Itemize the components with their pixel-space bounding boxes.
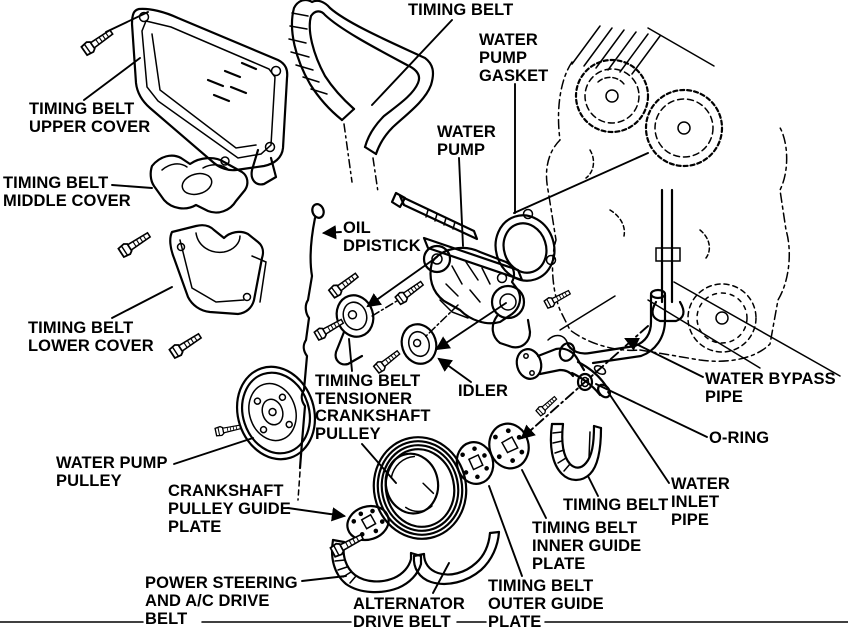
label-timing-belt-outer-guide-plate: TIMING BELT OUTER GUIDE PLATE [488, 577, 604, 629]
label-timing-belt-middle-cover: TIMING BELT MIDDLE COVER [3, 174, 131, 210]
label-water-inlet-pipe: WATER INLET PIPE [671, 475, 730, 529]
crankshaft-pulley-guide-plate-art [346, 504, 390, 542]
leader-lines [83, 11, 708, 594]
label-oil-dpistick: OIL DPISTICK [343, 219, 421, 255]
label-timing-belt-inner-guide-plate: TIMING BELT INNER GUIDE PLATE [532, 519, 642, 573]
timing-belt-art [288, 0, 435, 193]
engine-block-art [545, 25, 841, 377]
crankshaft-pulley-art [372, 436, 468, 540]
idler-pulley-art [400, 304, 459, 365]
timing-belt-piece-art [549, 422, 603, 482]
water-pump-pulley-art [235, 365, 317, 461]
label-timing-belt-tensioner: TIMING BELT TENSIONER [315, 372, 421, 408]
label-water-pump: WATER PUMP [437, 123, 496, 159]
water-pump-art [422, 236, 532, 349]
label-timing-belt-upper-cover: TIMING BELT UPPER COVER [29, 100, 151, 136]
oil-dipstick-art [297, 203, 325, 501]
label-crankshaft-pulley: CRANKSHAFT PULLEY [315, 407, 431, 443]
label-water-bypass-pipe: WATER BYPASS PIPE [705, 370, 836, 406]
water-pump-gasket-art [494, 208, 557, 284]
label-alternator-drive-belt: ALTERNATOR DRIVE BELT [353, 595, 465, 629]
label-o-ring: O-RING [709, 429, 770, 447]
timing-belt-lower-cover-art [169, 224, 267, 316]
timing-belt-inner-guide-plate-art [488, 422, 530, 470]
timing-belt-outer-guide-plate-art [455, 441, 495, 485]
label-water-pump-pulley: WATER PUMP PULLEY [56, 454, 168, 490]
label-timing-belt-2: TIMING BELT [563, 496, 669, 514]
timing-belt-upper-cover-art [130, 7, 289, 186]
mounting-stud-art [390, 191, 479, 241]
alternator-belt-art [412, 530, 501, 586]
label-timing-belt: TIMING BELT [408, 1, 514, 19]
label-timing-belt-lower-cover: TIMING BELT LOWER COVER [28, 319, 154, 355]
label-power-steering-ac-drive-belt: POWER STEERING AND A/C DRIVE BELT [145, 574, 298, 628]
label-crankshaft-pulley-guide-plate: CRANKSHAFT PULLEY GUIDE PLATE [168, 482, 291, 536]
label-water-pump-gasket: WATER PUMP GASKET [479, 31, 549, 85]
timing-belt-middle-cover-art [149, 154, 249, 214]
o-ring-art [576, 364, 607, 392]
label-idler: IDLER [458, 382, 508, 400]
